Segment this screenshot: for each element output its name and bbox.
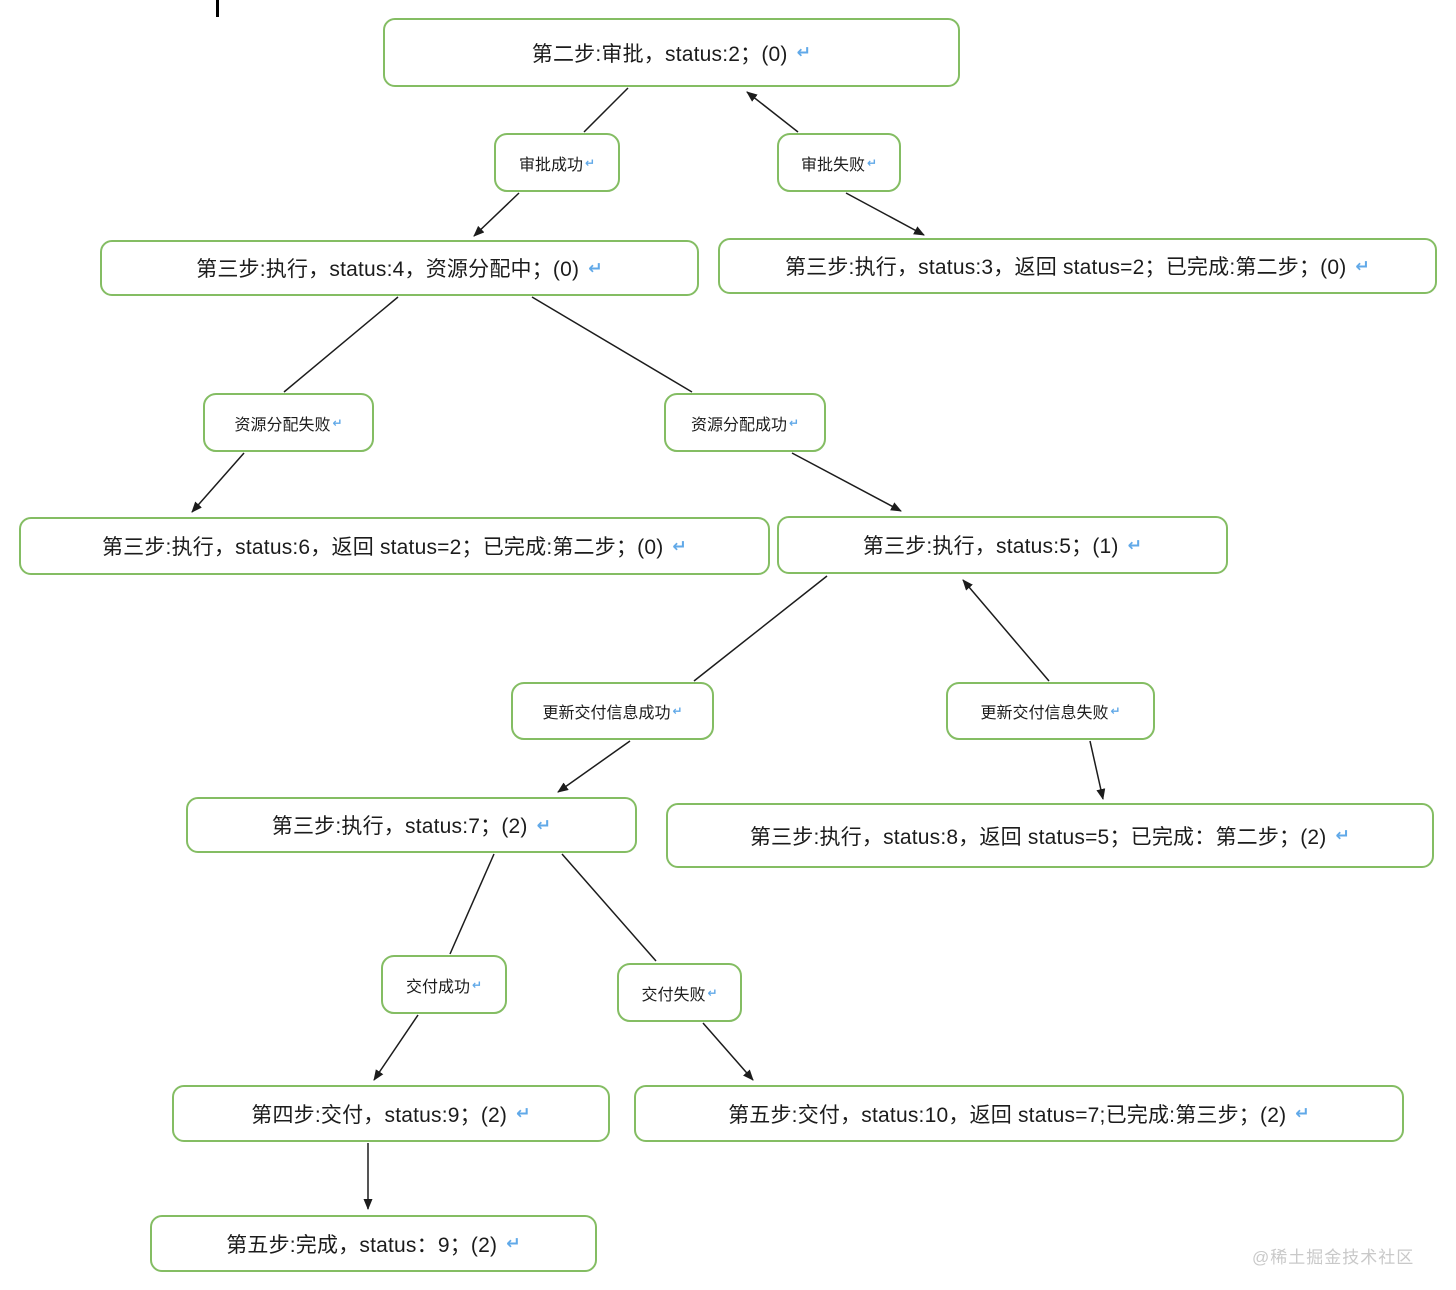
- edge-label-approve-success[interactable]: 审批成功 ↵: [494, 133, 620, 192]
- edge-label-text: 资源分配失败: [234, 416, 331, 434]
- edge-label-alloc-success[interactable]: 资源分配成功 ↵: [664, 393, 826, 452]
- node-label: 第三步:执行，status:5；(1): [862, 535, 1119, 558]
- edge-label-text: 审批成功: [518, 156, 583, 174]
- return-mark-icon: ↵: [1127, 534, 1143, 555]
- node-step3-status4[interactable]: 第三步:执行，status:4，资源分配中；(0) ↵: [100, 240, 699, 296]
- edge-label-text: 资源分配成功: [690, 416, 787, 434]
- edge-label-text: 交付成功: [405, 978, 470, 996]
- node-step2-approval[interactable]: 第二步:审批，status:2；(0) ↵: [383, 18, 960, 87]
- return-mark-icon: ↵: [796, 42, 812, 62]
- node-step5-status10[interactable]: 第五步:交付，status:10，返回 status=7;已完成:第三步；(2)…: [634, 1085, 1404, 1142]
- edge-label-text: 更新交付信息失败: [980, 705, 1109, 722]
- edge-label-approve-fail[interactable]: 审批失败 ↵: [777, 133, 901, 192]
- node-label: 第三步:执行，status:7；(2): [271, 815, 528, 838]
- edge-label-alloc-fail[interactable]: 资源分配失败 ↵: [203, 393, 374, 452]
- edge-label-update-delivery-fail[interactable]: 更新交付信息失败 ↵: [946, 682, 1155, 740]
- return-mark-icon: ↵: [536, 814, 552, 835]
- edge-label-text: 交付失败: [641, 986, 706, 1004]
- node-label: 第三步:执行，status:4，资源分配中；(0): [196, 258, 580, 281]
- node-step3-status7[interactable]: 第三步:执行，status:7；(2) ↵: [186, 797, 637, 853]
- return-mark-icon: ↵: [672, 535, 688, 556]
- return-mark-icon: ↵: [588, 257, 603, 278]
- node-label: 第三步:执行，status:6，返回 status=2；已完成:第二步；(0): [101, 536, 664, 559]
- node-step5-done[interactable]: 第五步:完成，status：9；(2) ↵: [150, 1215, 597, 1272]
- node-step3-status6[interactable]: 第三步:执行，status:6，返回 status=2；已完成:第二步；(0) …: [19, 517, 770, 575]
- edge-label-delivery-success[interactable]: 交付成功 ↵: [381, 955, 507, 1014]
- node-step4-status9[interactable]: 第四步:交付，status:9；(2) ↵: [172, 1085, 610, 1142]
- return-mark-icon: ↵: [672, 704, 683, 718]
- return-mark-icon: ↵: [584, 155, 596, 170]
- node-step3-status3[interactable]: 第三步:执行，status:3，返回 status=2；已完成:第二步；(0) …: [718, 238, 1437, 294]
- return-mark-icon: ↵: [1335, 825, 1351, 845]
- edge-label-update-delivery-success[interactable]: 更新交付信息成功 ↵: [511, 682, 714, 740]
- node-label: 第五步:交付，status:10，返回 status=7;已完成:第三步；(2): [728, 1103, 1287, 1127]
- node-label: 第四步:交付，status:9；(2): [251, 1103, 508, 1127]
- edge-label-delivery-fail[interactable]: 交付失败 ↵: [617, 963, 742, 1022]
- watermark: @稀土掘金技术社区: [1252, 1248, 1415, 1267]
- return-mark-icon: ↵: [471, 977, 483, 992]
- return-mark-icon: ↵: [1355, 255, 1371, 276]
- return-mark-icon: ↵: [1295, 1103, 1310, 1123]
- return-mark-icon: ↵: [332, 415, 343, 430]
- node-label: 第五步:完成，status：9；(2): [226, 1233, 498, 1257]
- return-mark-icon: ↵: [707, 985, 718, 1000]
- node-label: 第二步:审批，status:2；(0): [531, 42, 788, 66]
- return-mark-icon: ↵: [1110, 704, 1121, 718]
- node-label: 第三步:执行，status:8，返回 status=5；已完成：第二步；(2): [749, 825, 1327, 849]
- text-cursor: [216, 0, 219, 17]
- return-mark-icon: ↵: [516, 1103, 531, 1123]
- node-step3-status8[interactable]: 第三步:执行，status:8，返回 status=5；已完成：第二步；(2) …: [666, 803, 1434, 868]
- edge-label-text: 更新交付信息成功: [542, 705, 671, 722]
- edge-label-text: 审批失败: [800, 156, 865, 174]
- return-mark-icon: ↵: [506, 1233, 521, 1253]
- node-step3-status5[interactable]: 第三步:执行，status:5；(1) ↵: [777, 516, 1228, 574]
- return-mark-icon: ↵: [788, 415, 800, 430]
- node-label: 第三步:执行，status:3，返回 status=2；已完成:第二步；(0): [784, 256, 1347, 279]
- return-mark-icon: ↵: [866, 155, 878, 170]
